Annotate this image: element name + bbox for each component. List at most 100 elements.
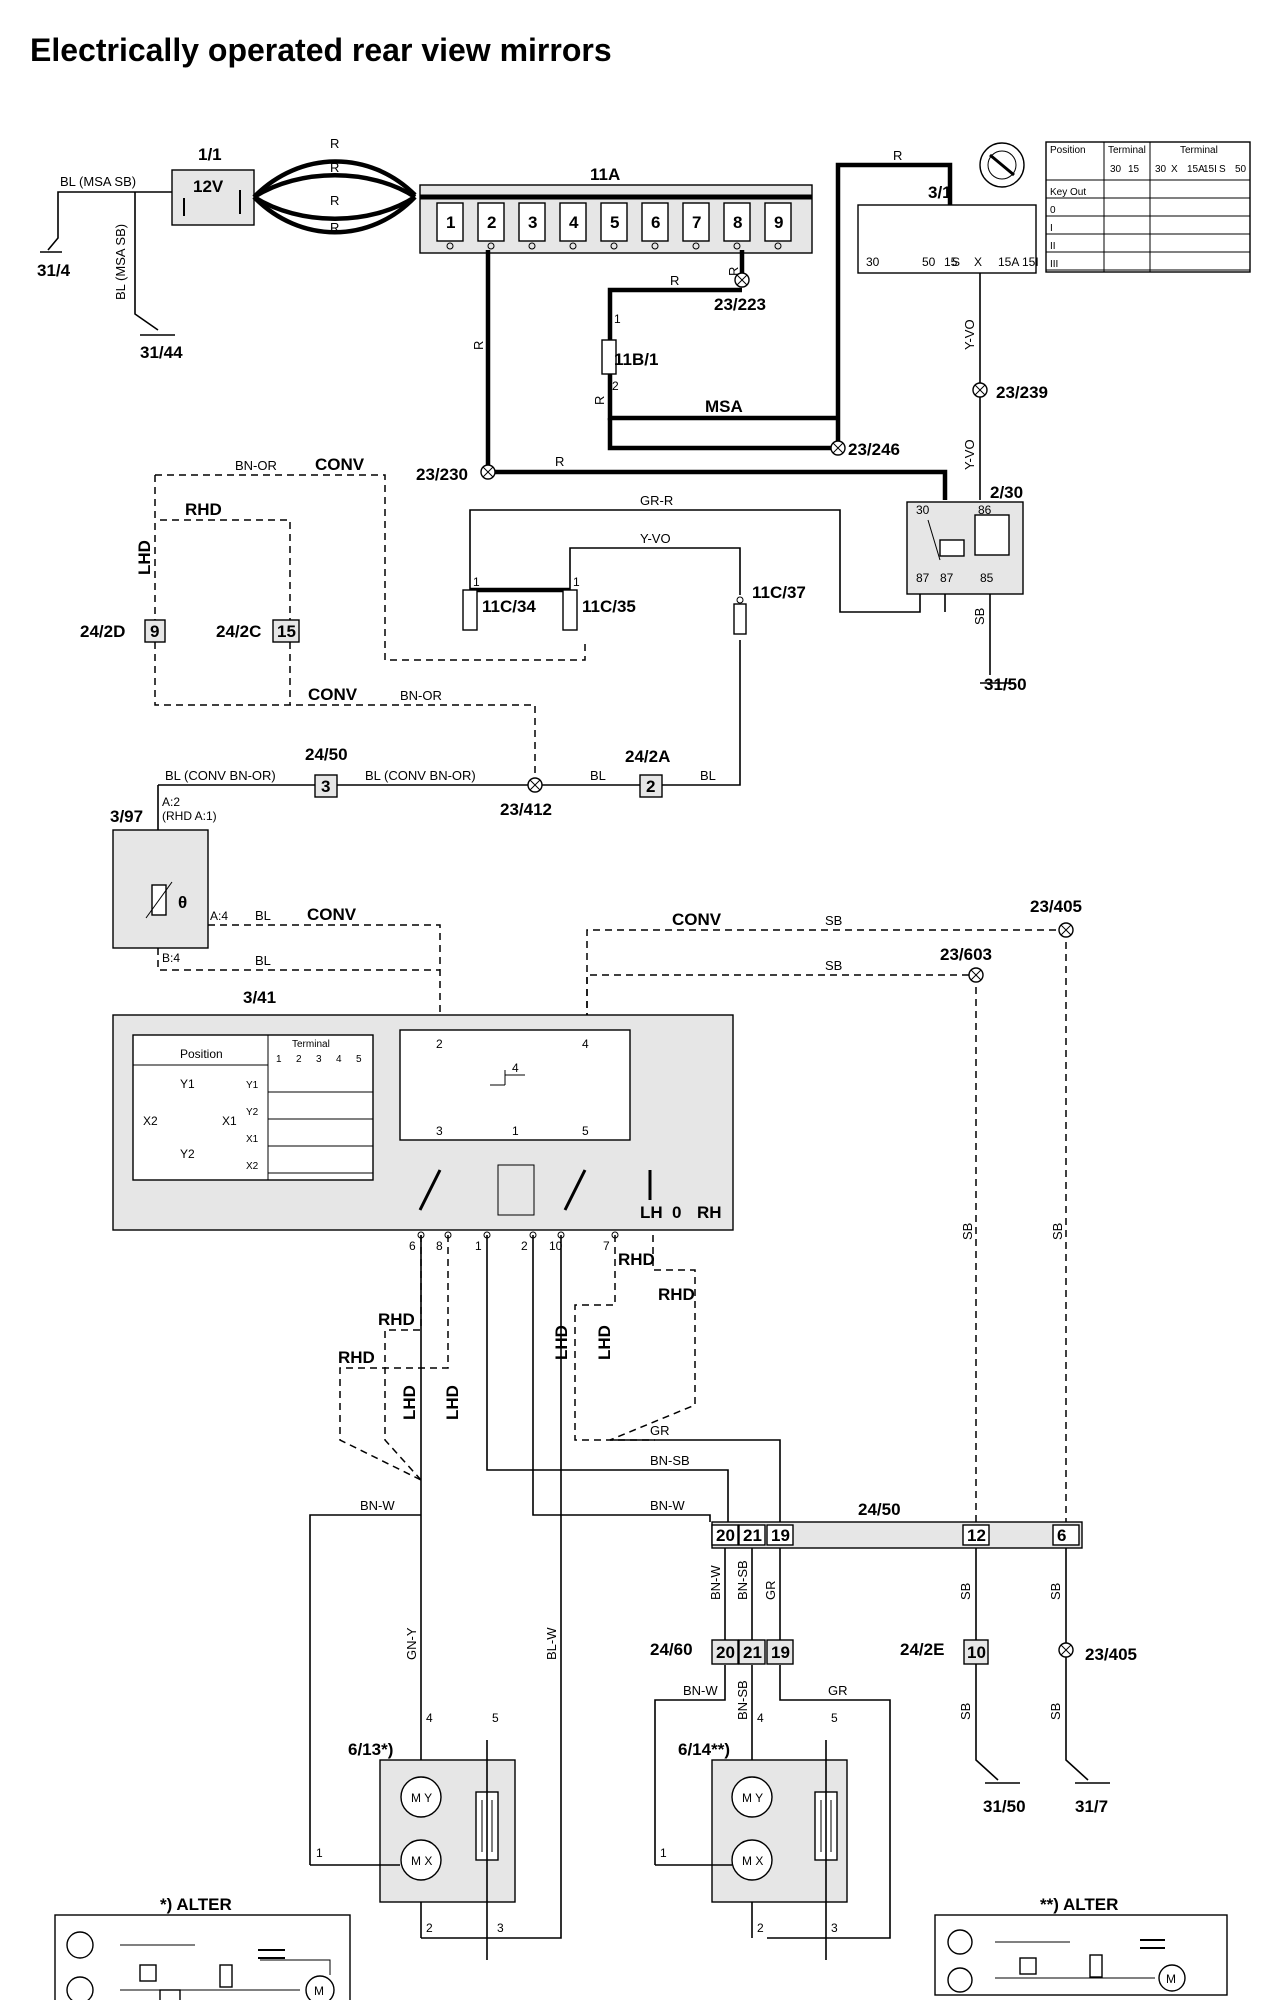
- alter-right-label: **) ALTER: [1040, 1895, 1118, 1914]
- alter-right: **) ALTER M: [934, 1895, 1228, 1996]
- svg-text:SB: SB: [960, 1223, 975, 1240]
- svg-text:15: 15: [277, 622, 296, 641]
- splice-marker: [1058, 922, 1074, 938]
- ignition-switch-3-1: 3/1: [857, 142, 1037, 274]
- svg-text:2: 2: [612, 379, 619, 393]
- svg-text:5: 5: [610, 213, 619, 232]
- svg-text:4: 4: [336, 1054, 342, 1065]
- svg-text:21: 21: [743, 1643, 762, 1662]
- svg-text:87: 87: [940, 571, 954, 585]
- fuse-4: 4: [559, 202, 587, 250]
- wire-bl-msa-sb: BL (MSA SB): [60, 174, 136, 189]
- svg-text:GR: GR: [828, 1683, 848, 1698]
- ignition-pin: 50: [922, 255, 936, 269]
- fuse-8: 8: [723, 202, 751, 250]
- splice-marker: [527, 777, 543, 793]
- svg-text:8: 8: [436, 1239, 443, 1253]
- battery-1-1: 1/1 12V: [171, 145, 255, 226]
- svg-text:50: 50: [1235, 164, 1247, 175]
- svg-text:Terminal: Terminal: [292, 1039, 330, 1050]
- wire-lhd-5: LHD: [595, 1325, 614, 1360]
- wire-lhd-2: LHD: [400, 1385, 419, 1420]
- svg-text:5: 5: [356, 1054, 362, 1065]
- svg-text:BN-SB: BN-SB: [735, 1680, 750, 1720]
- fusebox-label: 11A: [590, 165, 620, 184]
- svg-text:1: 1: [614, 312, 621, 326]
- svg-text:19: 19: [771, 1526, 790, 1545]
- svg-text:9: 9: [774, 213, 783, 232]
- fuse-3: 3: [518, 202, 546, 250]
- ignition-row: 0: [1050, 205, 1056, 216]
- svg-text:2: 2: [426, 1921, 433, 1935]
- svg-text:SB: SB: [958, 1583, 973, 1600]
- svg-text:6: 6: [1057, 1526, 1066, 1545]
- mirror-6-13: 6/13*) M Y M X: [348, 1740, 516, 1903]
- splice-23-609: 23/603: [940, 945, 992, 964]
- svg-text:M Y: M Y: [411, 1791, 432, 1805]
- wire-bl-msa-sb-v: BL (MSA SB): [113, 224, 128, 300]
- ground-31-50-a: 31/50: [984, 675, 1027, 694]
- svg-text:4: 4: [569, 213, 579, 232]
- svg-text:R: R: [330, 160, 339, 175]
- svg-text:6: 6: [651, 213, 660, 232]
- ignition-pin: S: [952, 255, 960, 269]
- svg-text:15I: 15I: [1203, 164, 1217, 175]
- svg-text:1: 1: [660, 1846, 667, 1860]
- svg-text:GN-Y: GN-Y: [404, 1627, 419, 1660]
- sensor-label: 3/97: [110, 807, 143, 826]
- fuse-2: 2: [477, 202, 505, 250]
- svg-text:5: 5: [831, 1711, 838, 1725]
- fuse-9: 9: [764, 202, 792, 250]
- svg-text:3: 3: [528, 213, 537, 232]
- wire-lhd-1: LHD: [135, 540, 154, 575]
- svg-text:M Y: M Y: [742, 1791, 763, 1805]
- svg-text:R: R: [471, 341, 486, 350]
- svg-text:3: 3: [436, 1124, 443, 1138]
- svg-text:BN-W: BN-W: [650, 1498, 685, 1513]
- svg-text:SB: SB: [1048, 1583, 1063, 1600]
- wire-msa: MSA: [705, 397, 743, 416]
- svg-text:3: 3: [316, 1054, 322, 1065]
- svg-text:Y-VO: Y-VO: [962, 319, 977, 350]
- svg-text:Terminal: Terminal: [1108, 145, 1146, 156]
- svg-text:BN-W: BN-W: [708, 1565, 723, 1600]
- svg-text:20: 20: [716, 1526, 735, 1545]
- svg-text:S: S: [1219, 164, 1226, 175]
- svg-text:BN-W: BN-W: [360, 1498, 395, 1513]
- svg-text:X2: X2: [143, 1114, 158, 1128]
- svg-text:1: 1: [475, 1239, 482, 1253]
- ground-31-4: 31/4: [37, 261, 71, 280]
- battery-label: 1/1: [198, 145, 222, 164]
- svg-text:Terminal: Terminal: [1180, 145, 1218, 156]
- svg-text:SB: SB: [1050, 1223, 1065, 1240]
- fuse-6: 6: [641, 202, 669, 250]
- svg-text:15A: 15A: [1187, 164, 1205, 175]
- switch-rh: RH: [697, 1203, 722, 1222]
- ignition-pin: 15A: [998, 255, 1019, 269]
- splice-marker: [830, 440, 846, 456]
- svg-text:1: 1: [446, 213, 455, 232]
- svg-text:87: 87: [916, 571, 930, 585]
- splice-23-223: 23/223: [714, 295, 766, 314]
- svg-text:A:4: A:4: [210, 909, 228, 923]
- splice-23-230: 23/230: [416, 465, 468, 484]
- svg-text:X1: X1: [222, 1114, 237, 1128]
- svg-text:1: 1: [316, 1846, 323, 1860]
- svg-text:5: 5: [582, 1124, 589, 1138]
- svg-text:BL: BL: [590, 768, 606, 783]
- ignition-pin: 30: [866, 255, 880, 269]
- switch-lh: LH: [640, 1203, 663, 1222]
- relay-2-30: 2/30: [906, 483, 1024, 595]
- svg-text:15: 15: [1128, 164, 1140, 175]
- svg-text:SB: SB: [825, 958, 842, 973]
- svg-text:R: R: [330, 136, 339, 151]
- svg-text:1: 1: [276, 1054, 282, 1065]
- ground-31-50-b: 31/50: [983, 1797, 1026, 1816]
- switch-label: 3/41: [243, 988, 276, 1007]
- svg-text:GR-R: GR-R: [640, 493, 673, 508]
- svg-text:19: 19: [771, 1643, 790, 1662]
- svg-text:R: R: [670, 273, 679, 288]
- ignition-row: II: [1050, 241, 1056, 252]
- fuse-7: 7: [682, 202, 710, 250]
